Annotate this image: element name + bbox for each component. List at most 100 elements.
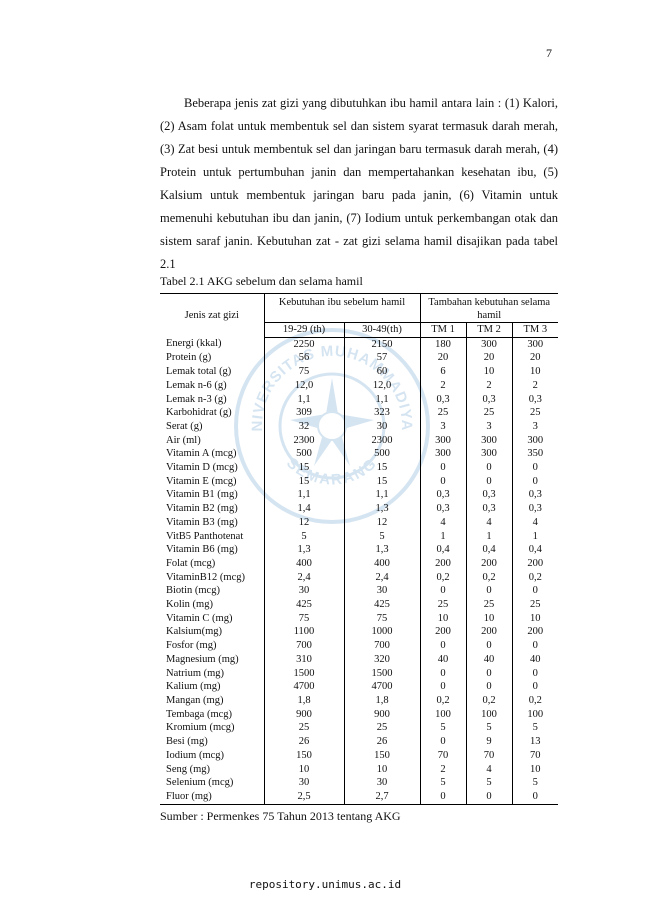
column-header-tm3: TM 3 <box>511 322 558 338</box>
nutrient-value: 30 <box>263 584 344 599</box>
nutrient-value: 200 <box>511 625 558 640</box>
nutrient-value: 32 <box>263 419 344 434</box>
nutrient-value: 300 <box>511 337 558 352</box>
nutrient-name: Natrium (mg) <box>166 667 225 679</box>
nutrient-value: 4 <box>511 515 558 530</box>
nutrient-value: 100 <box>511 707 558 722</box>
nutrient-value: 2,7 <box>343 789 420 805</box>
nutrient-value: 1,8 <box>343 693 420 708</box>
column-header-tm2: TM 2 <box>465 322 512 338</box>
nutrient-value: 0,3 <box>511 502 558 516</box>
nutrient-value: 0 <box>511 680 558 694</box>
nutrient-name: Fosfor (mg) <box>166 640 217 652</box>
nutrient-value: 0 <box>465 680 512 694</box>
nutrient-value: 5 <box>465 776 512 790</box>
nutrient-value: 30 <box>343 419 420 434</box>
nutrient-value: 4700 <box>343 680 420 694</box>
nutrient-value: 300 <box>419 447 466 462</box>
nutrient-value: 25 <box>465 406 512 420</box>
nutrient-value: 400 <box>263 556 344 571</box>
nutrient-name: Mangan (mg) <box>166 694 224 706</box>
nutrient-value: 25 <box>419 406 466 420</box>
nutrient-value: 0 <box>419 639 466 653</box>
nutrient-value: 180 <box>419 337 466 352</box>
nutrient-value: 2300 <box>343 433 420 448</box>
nutrient-value: 2150 <box>343 337 420 352</box>
nutrient-name: Selenium (mcg) <box>166 777 234 789</box>
nutrient-value: 40 <box>511 652 558 667</box>
nutrient-value: 1 <box>419 529 466 544</box>
nutrient-value: 4 <box>465 515 512 530</box>
nutrient-value: 0 <box>465 639 512 653</box>
nutrient-value: 200 <box>465 556 512 571</box>
nutrient-value: 1,1 <box>343 392 420 407</box>
nutrient-name: Lemak total (g) <box>166 366 232 378</box>
nutrient-value: 12,0 <box>343 378 420 393</box>
nutrient-value: 200 <box>419 625 466 640</box>
nutrient-value: 60 <box>343 365 420 379</box>
nutrient-value: 70 <box>511 748 558 763</box>
nutrient-value: 0 <box>419 584 466 599</box>
nutrient-value: 1 <box>465 529 512 544</box>
nutrient-value: 9 <box>465 735 512 749</box>
nutrient-value: 700 <box>263 639 344 653</box>
nutrient-value: 26 <box>343 735 420 749</box>
nutrient-value: 1500 <box>263 666 344 681</box>
nutrient-name: VitB5 Panthotenat <box>166 530 244 542</box>
nutrient-value: 350 <box>511 447 558 462</box>
nutrient-value: 320 <box>343 652 420 667</box>
table-source: Sumber : Permenkes 75 Tahun 2013 tentang… <box>160 809 401 823</box>
nutrient-value: 10 <box>511 365 558 379</box>
nutrient-value: 1,1 <box>263 392 344 407</box>
nutrient-value: 1100 <box>263 625 344 640</box>
nutrient-value: 0 <box>419 735 466 749</box>
nutrient-value: 900 <box>263 707 344 722</box>
nutrient-value: 4700 <box>263 680 344 694</box>
nutrient-value: 0,2 <box>465 570 512 585</box>
nutrient-name: Tembaga (mcg) <box>166 708 233 720</box>
nutrient-value: 15 <box>263 461 344 475</box>
nutrient-value: 0,3 <box>511 392 558 407</box>
nutrient-name: Seng (mg) <box>166 763 211 775</box>
nutrient-name: Besi (mg) <box>166 736 208 748</box>
nutrient-name: Vitamin B2 (mg) <box>166 503 238 515</box>
nutrient-value: 13 <box>511 735 558 749</box>
nutrient-value: 1,1 <box>343 488 420 503</box>
nutrient-value: 0,2 <box>419 570 466 585</box>
nutrient-name: Biotin (mcg) <box>166 585 220 597</box>
nutrient-value: 5 <box>419 776 466 790</box>
nutrient-value: 0 <box>465 789 512 805</box>
nutrient-value: 150 <box>263 748 344 763</box>
nutrient-value: 10 <box>511 611 558 626</box>
page-number: 7 <box>546 46 552 60</box>
nutrient-value: 1,3 <box>343 543 420 557</box>
nutrient-value: 2,4 <box>343 570 420 585</box>
nutrient-value: 15 <box>343 461 420 475</box>
nutrient-value: 70 <box>419 748 466 763</box>
nutrient-value: 0,3 <box>419 392 466 407</box>
nutrient-value: 2,5 <box>263 789 344 805</box>
nutrient-name: Iodium (mcg) <box>166 749 225 761</box>
nutrient-value: 0,4 <box>465 543 512 557</box>
nutrient-name: Serat (g) <box>166 420 203 432</box>
nutrient-value: 40 <box>419 652 466 667</box>
nutrient-value: 30 <box>343 584 420 599</box>
nutrient-value: 2 <box>419 762 466 777</box>
